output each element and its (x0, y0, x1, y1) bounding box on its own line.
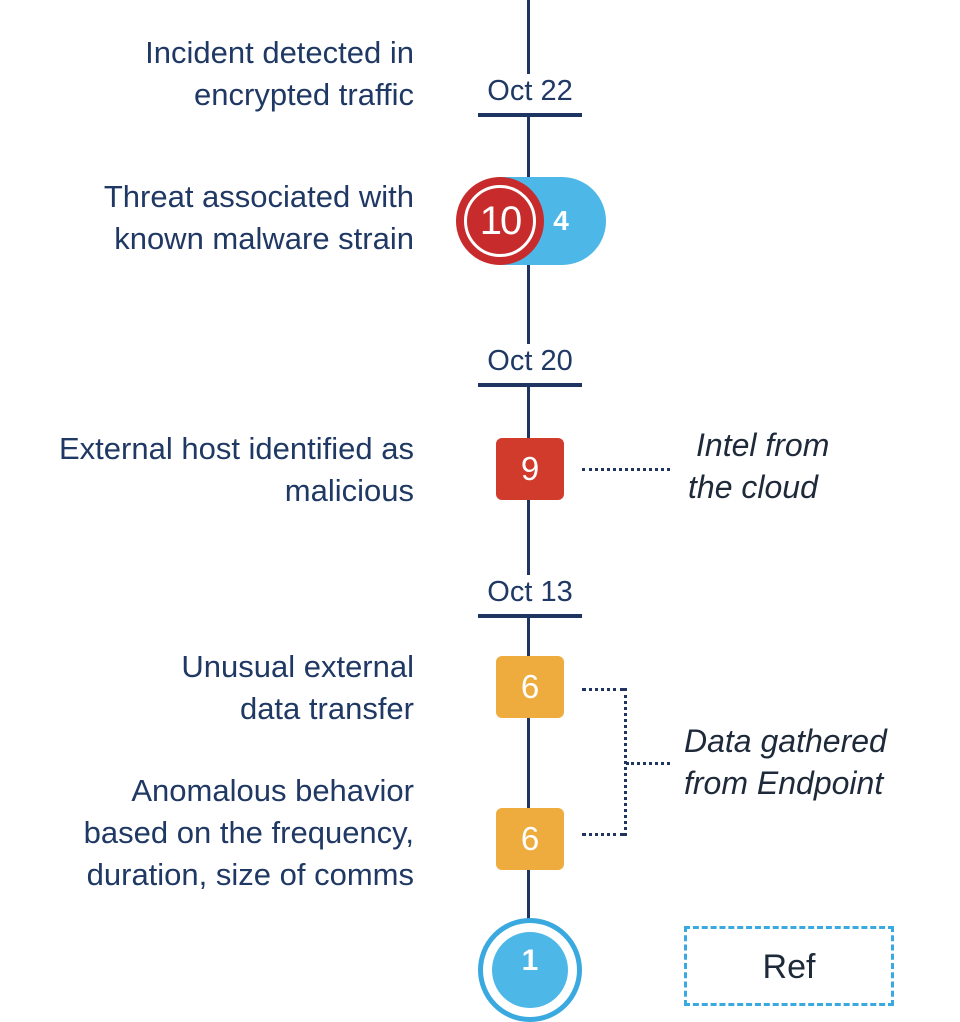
event-text-line: Threat associated with (103, 179, 414, 214)
event-text-line: Anomalous behavior (131, 773, 414, 808)
bottom-circle-number: 1 (521, 944, 539, 977)
event-text-line: duration, size of comms (86, 857, 414, 892)
endpoint-bracket (621, 688, 627, 836)
event-unusual-transfer: Unusual external data transfer (181, 646, 414, 730)
note-line: Intel from (696, 427, 830, 463)
threat-score-circle: 10 (456, 177, 544, 265)
event-incident-detected: Incident detected in encrypted traffic (145, 32, 414, 116)
event-text-line: data transfer (239, 691, 414, 726)
event-anomalous-behavior: Anomalous behavior based on the frequenc… (84, 770, 414, 896)
note-line: from Endpoint (684, 765, 884, 801)
note-line: Data gathered (684, 723, 887, 759)
date-marker-oct-20: Oct 20 (478, 344, 582, 387)
date-marker-oct-22: Oct 22 (478, 74, 582, 117)
bottom-circle-inner: 1 (492, 932, 568, 1008)
event-external-host: External host identified as malicious (59, 428, 414, 512)
date-marker-oct-13: Oct 13 (478, 575, 582, 618)
note-line: the cloud (688, 469, 818, 505)
event-text-line: Unusual external (181, 649, 414, 684)
score-ring (464, 185, 536, 257)
event-text-line: encrypted traffic (194, 77, 414, 112)
bottom-score-circle: 1 (478, 918, 582, 1022)
event-text-line: External host identified as (59, 431, 414, 466)
bottom-box-text: Ref (762, 948, 816, 986)
connector-endpoint-top (582, 688, 624, 691)
connector-cloud (582, 468, 670, 471)
event-threat-associated: Threat associated with known malware str… (104, 176, 414, 260)
bottom-dashed-box: Ref (684, 926, 894, 1006)
threat-score: 10 (479, 199, 523, 243)
event-text-line: known malware strain (114, 221, 414, 256)
event-text-line: based on the frequency, (83, 815, 414, 850)
threat-count-badge: 4 (553, 205, 569, 236)
score-badge-6a: 6 (496, 656, 564, 718)
event-text-line: malicious (284, 473, 414, 508)
event-text-line: Incident detected in (145, 35, 414, 70)
connector-endpoint-mid (626, 762, 670, 765)
note-intel-cloud: Intel from the cloud (688, 424, 829, 508)
score-badge-6b: 6 (496, 808, 564, 870)
connector-endpoint-bottom (582, 833, 624, 836)
note-data-endpoint: Data gathered from Endpoint (684, 720, 887, 804)
score-badge-9: 9 (496, 438, 564, 500)
